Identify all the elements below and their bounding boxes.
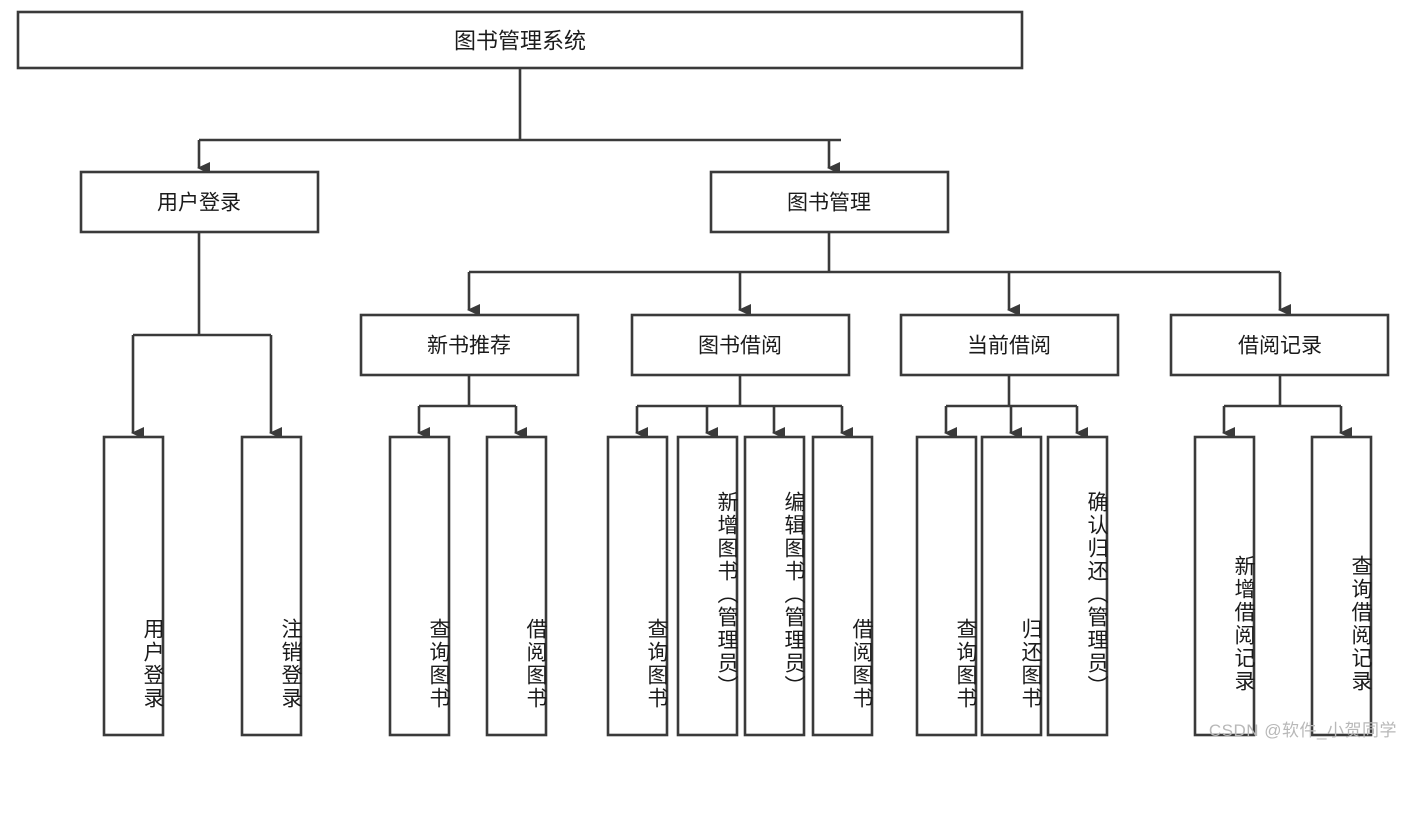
edge-group-borrow-record: [1222, 375, 1352, 439]
diagram-canvas: 图书管理系统 用户登录 图书管理 新书推荐 图书借阅 当前借阅 借阅记录: [16, 10, 1397, 740]
leaf-boxes-book-borrow: [606, 435, 874, 737]
node-book-borrow-box[interactable]: [630, 313, 851, 377]
node-user-login-box[interactable]: [79, 170, 320, 234]
node-borrow-record[interactable]: 借阅记录: [1169, 313, 1390, 377]
node-root[interactable]: 图书管理系统: [16, 10, 1024, 70]
node-current-borrow-box[interactable]: [899, 313, 1120, 377]
leaf-boxes-user-login: [102, 435, 303, 737]
leaf-boxes-new-book-rec: [388, 435, 548, 737]
edge-group-book-manage: [467, 232, 1291, 316]
node-borrow-record-box[interactable]: [1169, 313, 1390, 377]
node-book-borrow[interactable]: 图书借阅: [630, 313, 851, 377]
csdn-watermark: CSDN @软件_小贺同学: [1208, 721, 1397, 740]
node-new-book-rec-box[interactable]: [359, 313, 580, 377]
leaf-boxes-current-borrow: [915, 435, 1109, 737]
edge-group-user-login: [131, 232, 282, 439]
node-book-borrow-label: 图书借阅: [698, 335, 782, 358]
leaf-box-book-borrow-1[interactable]: [676, 435, 739, 737]
node-user-login-label: 用户登录: [157, 192, 241, 215]
node-current-borrow[interactable]: 当前借阅: [899, 313, 1120, 377]
leaf-box-new-book-rec-0[interactable]: [388, 435, 451, 737]
leaf-box-current-borrow-0[interactable]: [915, 435, 978, 737]
edge-group-new-book-rec: [417, 375, 527, 439]
node-current-borrow-label: 当前借阅: [967, 335, 1051, 358]
leaf-box-borrow-record-0[interactable]: [1193, 435, 1256, 737]
edge-group-book-borrow: [635, 375, 853, 439]
edge-group-current-borrow: [944, 375, 1088, 439]
node-book-manage[interactable]: 图书管理: [709, 170, 950, 234]
node-book-manage-label: 图书管理: [787, 192, 871, 215]
leaf-boxes-borrow-record: [1193, 435, 1373, 737]
node-root-box[interactable]: [16, 10, 1024, 70]
node-new-book-rec[interactable]: 新书推荐: [359, 313, 580, 377]
leaf-box-borrow-record-1[interactable]: [1310, 435, 1373, 737]
node-user-login[interactable]: 用户登录: [79, 170, 320, 234]
node-root-label: 图书管理系统: [454, 29, 586, 54]
leaf-box-book-borrow-2[interactable]: [743, 435, 806, 737]
leaf-box-new-book-rec-1[interactable]: [485, 435, 548, 737]
node-book-manage-box[interactable]: [709, 170, 950, 234]
tree-diagram-svg: 图书管理系统 用户登录 图书管理 新书推荐 图书借阅 当前借阅 借阅记录: [16, 10, 1390, 737]
leaf-box-current-borrow-2[interactable]: [1046, 435, 1109, 737]
leaf-box-current-borrow-1[interactable]: [980, 435, 1043, 737]
node-borrow-record-label: 借阅记录: [1238, 335, 1322, 358]
edge-group-root: [197, 68, 841, 174]
leaf-box-user-login-0[interactable]: [102, 435, 165, 737]
node-new-book-rec-label: 新书推荐: [427, 335, 511, 358]
leaf-box-book-borrow-0[interactable]: [606, 435, 669, 737]
leaf-box-user-login-1[interactable]: [240, 435, 303, 737]
leaf-box-book-borrow-3[interactable]: [811, 435, 874, 737]
